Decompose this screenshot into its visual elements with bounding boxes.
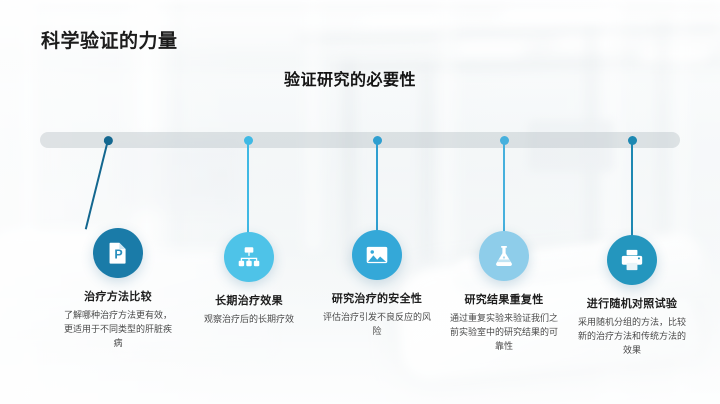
item-title: 进行随机对照试验 bbox=[586, 298, 678, 310]
item-title: 长期治疗效果 bbox=[215, 295, 283, 307]
connector-line-4 bbox=[499, 136, 509, 235]
item-description: 通过重复实验来验证我们之前实验室中的研究结果的可靠性 bbox=[449, 313, 558, 352]
item-title: 研究治疗的安全性 bbox=[331, 293, 423, 305]
item-title: 治疗方法比较 bbox=[84, 291, 152, 303]
connector-line-2 bbox=[243, 136, 253, 236]
timeline-item-5[interactable]: 进行随机对照试验 采用随机分组的方法，比较新的治疗方法和传统方法的效果 bbox=[569, 235, 695, 358]
timeline-item-3[interactable]: 研究治疗的安全性 评估治疗引发不良反应的风险 bbox=[314, 230, 440, 339]
item-description: 评估治疗引发不良反应的风险 bbox=[322, 312, 431, 337]
connector-line-3 bbox=[372, 136, 382, 234]
svg-text:P: P bbox=[114, 248, 122, 262]
page-title: 科学验证的力量 bbox=[41, 31, 178, 52]
connector-line-5 bbox=[627, 136, 637, 239]
flask-icon[interactable] bbox=[479, 231, 529, 281]
item-description: 观察治疗后的长期疗效 bbox=[203, 314, 294, 325]
item-description: 了解哪种治疗方法更有效，更适用于不同类型的肝脏疾病 bbox=[63, 310, 172, 349]
hierarchy-icon[interactable] bbox=[224, 232, 274, 282]
timeline-bar bbox=[40, 132, 680, 148]
timeline-item-4[interactable]: 研究结果重复性 通过重复实验来验证我们之前实验室中的研究结果的可靠性 bbox=[441, 231, 567, 354]
printer-icon[interactable] bbox=[607, 235, 657, 285]
timeline-item-2[interactable]: 长期治疗效果 观察治疗后的长期疗效 bbox=[186, 232, 312, 327]
item-title: 研究结果重复性 bbox=[464, 294, 544, 306]
document-p-icon[interactable]: P bbox=[93, 228, 143, 278]
page-subtitle: 验证研究的必要性 bbox=[284, 72, 417, 89]
item-description: 采用随机分组的方法，比较新的治疗方法和传统方法的效果 bbox=[577, 317, 686, 356]
timeline-item-1[interactable]: P 治疗方法比较 了解哪种治疗方法更有效，更适用于不同类型的肝脏疾病 bbox=[55, 228, 181, 351]
image-icon[interactable] bbox=[352, 230, 402, 280]
